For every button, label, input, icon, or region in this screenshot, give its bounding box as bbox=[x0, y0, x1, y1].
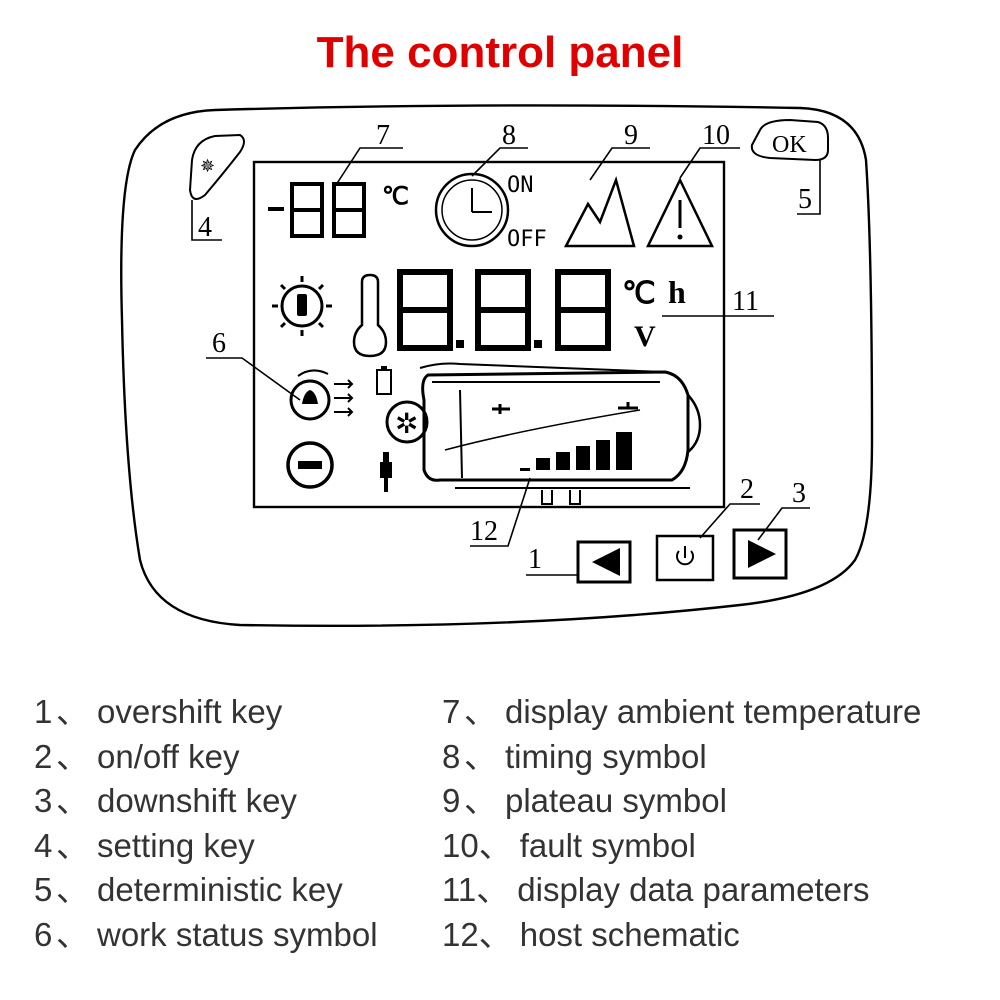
callout-11: 11 bbox=[732, 286, 759, 317]
callout-3: 3 bbox=[792, 478, 806, 509]
main-unit-h: h bbox=[668, 274, 686, 310]
on-off-key[interactable] bbox=[655, 534, 715, 582]
callout-lines bbox=[191, 147, 821, 576]
legend-item: 9、plateau symbol bbox=[442, 782, 727, 819]
callout-4: 4 bbox=[198, 212, 212, 243]
legend-left: 1、overshift key 2、on/off key 3、downshift… bbox=[34, 690, 378, 957]
legend-item: 4、setting key bbox=[34, 826, 255, 864]
legend-item: 10、fault symbol bbox=[442, 826, 696, 864]
callout-8: 8 bbox=[502, 120, 516, 151]
callout-10: 10 bbox=[702, 120, 730, 151]
ok-key-label: OK bbox=[772, 132, 807, 158]
legend-item: 6、work status symbol bbox=[34, 915, 378, 953]
timer-off-label: OFF bbox=[507, 227, 547, 252]
callout-1: 1 bbox=[528, 544, 542, 575]
battery-icon bbox=[376, 366, 392, 395]
main-unit-v: V bbox=[634, 320, 656, 353]
downshift-key[interactable] bbox=[732, 528, 788, 580]
legend-item: 7、display ambient temperature bbox=[442, 693, 922, 730]
legend-right: 7、display ambient temperature 8、timing s… bbox=[442, 690, 921, 957]
ok-key[interactable]: OK bbox=[750, 118, 829, 162]
sun-icon: ✵ bbox=[200, 156, 215, 177]
main-data-readout: ℃ h V bbox=[397, 269, 686, 353]
legend-item: 5、deterministic key bbox=[34, 871, 343, 908]
mountain-icon bbox=[563, 175, 636, 248]
panel-outline bbox=[120, 104, 874, 628]
warning-icon bbox=[646, 177, 714, 248]
control-panel-diagram: ✵ OK ℃ ON OFF bbox=[120, 104, 874, 628]
legend-item: 2、on/off key bbox=[34, 737, 240, 775]
callout-2: 2 bbox=[740, 474, 754, 505]
callout-6: 6 bbox=[212, 328, 226, 359]
ambient-unit: ℃ bbox=[382, 184, 409, 210]
minus-icon bbox=[286, 441, 334, 489]
svg-text:✲: ✲ bbox=[395, 407, 418, 440]
callout-5: 5 bbox=[798, 184, 812, 215]
ambient-temperature-readout: ℃ bbox=[268, 182, 409, 238]
left-triangle-icon bbox=[592, 548, 620, 576]
main-unit-c: ℃ bbox=[622, 277, 656, 310]
callout-7: 7 bbox=[376, 120, 390, 151]
callout-numbers: 7 8 9 10 4 5 11 6 12 1 2 3 bbox=[198, 120, 812, 575]
setting-key[interactable]: ✵ bbox=[188, 133, 245, 200]
work-status-icon bbox=[289, 369, 354, 421]
timing-symbol: ON OFF bbox=[434, 172, 547, 252]
legend-item: 12、host schematic bbox=[442, 915, 740, 953]
legend-item: 3、downshift key bbox=[34, 782, 297, 819]
power-icon bbox=[676, 546, 694, 566]
legend-item: 1、overshift key bbox=[34, 693, 283, 730]
clock-icon bbox=[434, 172, 510, 248]
lcd-screen bbox=[252, 160, 726, 509]
host-schematic: ✲ bbox=[385, 362, 702, 505]
glow-plug-icon bbox=[380, 452, 392, 492]
legend-item: 8、timing symbol bbox=[442, 737, 707, 775]
page-title: The control panel bbox=[316, 28, 684, 77]
thermometer-icon bbox=[352, 273, 388, 358]
callout-12: 12 bbox=[470, 516, 498, 547]
dial-icon bbox=[272, 276, 332, 336]
timer-on-label: ON bbox=[507, 173, 534, 198]
legend-item: 11、display data parameters bbox=[442, 871, 870, 908]
callout-9: 9 bbox=[624, 120, 638, 151]
overshift-key[interactable] bbox=[576, 540, 632, 584]
right-triangle-icon bbox=[748, 540, 776, 568]
fan-icon bbox=[385, 400, 429, 444]
